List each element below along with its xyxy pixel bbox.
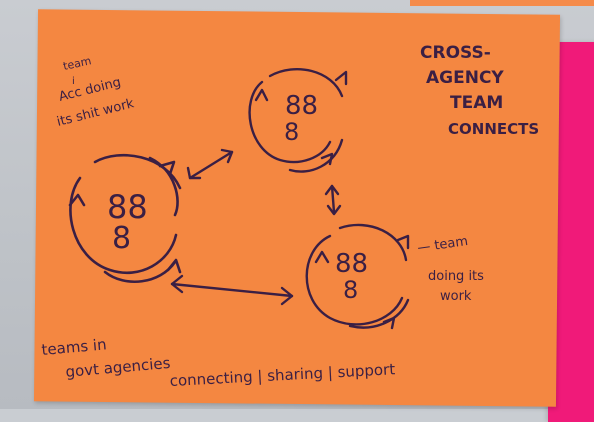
team-cluster-right: 88 8 [305,223,410,330]
top-sticky-edge [410,0,594,6]
right-note-line-3: work [440,289,472,304]
handwritten-drawing: CROSS- AGENCY TEAM CONNECTS team i Acc d… [41,43,539,390]
top-left-note-line-2: i [72,76,75,87]
title-line-3: TEAM [450,93,503,113]
right-note: — team doing its work [416,234,484,304]
people-glyph-top-2: 8 [284,118,299,146]
right-note-line-2: doing its [428,269,484,284]
bottom-line-3: connecting | sharing | support [169,360,395,390]
bottom-line-1: teams in [41,335,107,359]
title-line-4: CONNECTS [448,120,539,138]
right-note-line-1: — team [416,234,468,256]
bottom-line-2: govt agencies [65,354,171,381]
arrow-left-top [188,150,234,180]
top-left-note: team i Acc doing its shit work [55,54,136,130]
people-glyph-left: 88 [107,188,148,226]
team-cluster-left: 88 8 [68,153,182,284]
title-block: CROSS- AGENCY TEAM CONNECTS [420,43,539,138]
people-glyph-right-2: 8 [343,276,358,304]
people-glyph-left-2: 8 [112,221,131,256]
bottom-caption: teams in govt agencies connecting | shar… [41,335,396,390]
people-glyph-right: 88 [335,249,368,279]
people-glyph-top: 88 [285,91,318,121]
title-line-1: CROSS- [420,43,491,63]
title-line-2: AGENCY [426,68,504,88]
connection-arrows [170,148,342,306]
team-cluster-top: 88 8 [248,68,348,173]
top-left-note-line-1: team [62,54,93,73]
arrow-top-right [330,184,336,214]
arrow-left-right [170,282,294,298]
